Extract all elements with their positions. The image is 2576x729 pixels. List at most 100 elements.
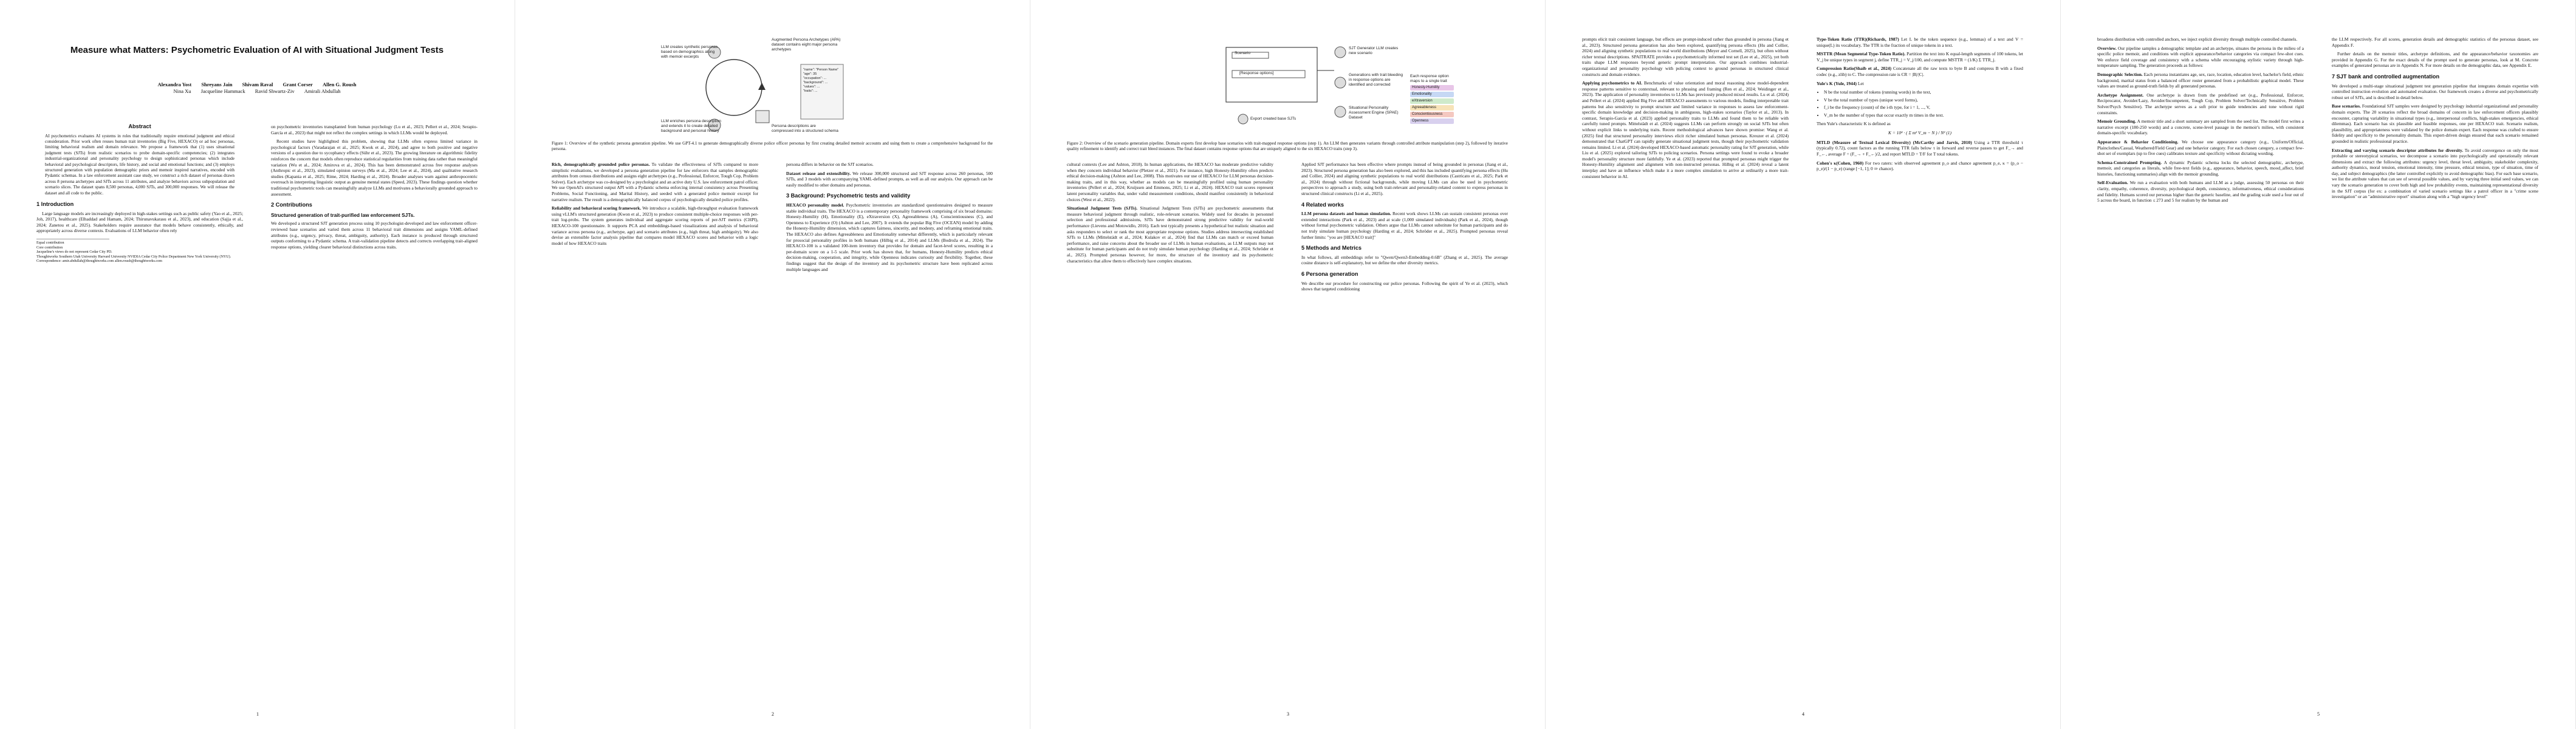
body-text: We run a evaluation with both humans and… (2097, 180, 2304, 204)
body-text: We introduce a scalable, high-throughput… (552, 205, 758, 246)
footnote: Correspondence: amir.abdullah@thoughtwor… (36, 259, 162, 264)
author: Alexandra Yost (157, 81, 192, 87)
body-paragraph: broadens distribution with controlled an… (2097, 36, 2298, 42)
run-in-heading: Rich, demographically grounded police pe… (552, 162, 650, 167)
body-text: A dynamic Pydantic schema locks the sele… (2097, 159, 2304, 177)
scenario-field (1231, 52, 1269, 59)
response-field (1231, 70, 1306, 78)
footnote-rule (36, 239, 109, 241)
run-in-heading: Memoir Grounding. (2097, 118, 2136, 125)
metric-heading: MTLD (Measure of Textual Lexical Diversi… (1817, 139, 1972, 145)
figure-label: LLM enriches persona description and ext… (661, 119, 721, 133)
author: Ravid Shwartz-Ziv (255, 88, 295, 94)
equation: K = 10⁴ · ( Σ m² V_m − N ) / N² (1) (1888, 130, 1951, 136)
body-paragraph: We developed a multi-stage situational j… (2332, 83, 2538, 100)
schema-line: "occupation": ... (803, 77, 827, 80)
body-text: For two raters: with observed agreement … (1817, 160, 2023, 172)
page-number: 4 (1802, 711, 1804, 717)
figure-2-scenario-pipeline: Scenario [Response options] SJT Generato… (1067, 34, 1508, 141)
schema-line: "traits": ... (803, 89, 818, 93)
subsection-heading: Structured generation of trait-purified … (271, 212, 415, 218)
section-heading: 5 Methods and Metrics (1301, 245, 1362, 252)
abstract-heading: Abstract (128, 123, 151, 129)
body-text: Concatenate all the raw texts to byte B … (1817, 66, 2023, 77)
trait-bar: Honesty-Humility (1410, 85, 1454, 91)
figure-1-caption: Figure 1: Overview of the synthetic pers… (552, 141, 993, 152)
figure-label: SJT Generator LLM creates new scenario (1349, 46, 1399, 55)
section-heading: 2 Contributions (271, 202, 312, 208)
column-left: Abstract AI psychometrics evaluates AI s… (36, 123, 243, 264)
schema-preview: "name": "Person Name" "age": 35 "occupat… (803, 68, 842, 94)
body-paragraph: Large language models are increasingly d… (36, 210, 243, 234)
author: Amirali Abdullah (304, 88, 341, 94)
scenario-diagram (1225, 46, 1346, 125)
body-paragraph: We describe our procedure for constructi… (1301, 280, 1508, 292)
section-heading: 1 Introduction (36, 201, 74, 208)
body-text: Our pipeline samples a demographic templ… (2097, 45, 2304, 69)
column-right: the LLM respectively. For all scores, ge… (2332, 36, 2538, 203)
robot-icon (708, 46, 721, 59)
list-item: V_m be the number of types that occur ex… (1824, 112, 2023, 118)
page-number: 2 (772, 711, 774, 717)
scenario-label: Scenario (1235, 51, 1251, 55)
body-text: We choose one appearance category (e.g.,… (2097, 139, 2304, 157)
run-in-heading: Extracting and varying scenario descript… (2332, 147, 2464, 153)
footnote: Core contribution (36, 245, 63, 250)
body-text: We release 300,000 structured and SJT re… (786, 170, 993, 188)
metric-heading: Cohen's κ(Cohen, 1960) (1817, 160, 1864, 166)
run-in-heading: Archetype Assignment. (2097, 92, 2144, 98)
trait-bar: Agreeableness (1410, 105, 1454, 111)
metric-heading: Yule's K (Yule, 1944) (1817, 80, 1857, 86)
list-item: V be the total number of types (unique w… (1824, 97, 2023, 103)
trait-bar: Conscientiousness (1410, 112, 1454, 117)
run-in-heading: Dataset release and extensibility. (786, 170, 851, 176)
body-paragraph: the LLM respectively. For all scores, ge… (2332, 36, 2538, 48)
author: Shivam Raval (242, 81, 273, 87)
body-text: Partition the text into K equal-length s… (1817, 51, 2023, 63)
body-text: Foundational SJT samples were designed b… (2332, 103, 2538, 144)
body-text: One archetype is drawn from the predefin… (2097, 92, 2304, 115)
export-icon (1238, 114, 1249, 125)
footnote: Thoughtworks Southern Utah University Ha… (36, 255, 231, 259)
footnote: Equal contribution (36, 241, 64, 245)
cycle-arrow (705, 59, 762, 116)
trait-legend: Each response option maps to a single tr… (1410, 74, 1454, 125)
body-paragraph: persona differs in behavior on the SJT s… (786, 162, 874, 167)
section-heading: 6 Persona generation (1301, 270, 1358, 277)
figure-1-persona-pipeline: LLM creates synthetic personas based on … (552, 34, 993, 141)
run-in-heading: Applying psychometrics to AI. (1582, 80, 1642, 86)
body-paragraph: Applied SJT performance has been effecti… (1301, 162, 1508, 196)
page-5: broadens distribution with controlled an… (2061, 0, 2576, 729)
body-text: A memoir title and a short summary are s… (2097, 118, 2304, 136)
document-icon (755, 110, 770, 123)
column-right: Type-Token Ratio (TTR)(Richards, 1987) L… (1817, 36, 2023, 175)
author: Nina Xu (173, 88, 191, 94)
scenario-card (1225, 47, 1318, 103)
figure-label: Augmented Persona Archetypes (APA) datas… (772, 38, 841, 52)
body-paragraph: prompts elicit trait consistent language… (1582, 36, 1789, 77)
section-heading: 4 Related works (1301, 201, 1344, 208)
body-paragraph: In what follows, all embeddings refer to… (1301, 254, 1508, 266)
section-heading: 3 Background: Psychometric tests and val… (786, 193, 911, 199)
page-3: Scenario [Response options] SJT Generato… (1030, 0, 1546, 729)
body-text: Psychometric inventories are standardize… (786, 202, 993, 272)
page-2: LLM creates synthetic personas based on … (515, 0, 1030, 729)
page-number: 3 (1287, 711, 1289, 717)
trait-bar: Emotionality (1410, 92, 1454, 97)
robot-icon (1334, 77, 1346, 89)
figure-label: Persona descriptions are compressed into… (772, 124, 838, 133)
trait-bar: Openness (1410, 118, 1454, 124)
author: Jacqueline Hammack (200, 88, 245, 94)
column-left: prompts elicit trait consistent language… (1582, 36, 1789, 182)
run-in-heading: HEXACO personality model. (786, 202, 844, 208)
robot-icon (1334, 106, 1346, 118)
run-in-heading: Demographic Selection. (2097, 71, 2143, 77)
column-left: Rich, demographically grounded police pe… (552, 162, 758, 249)
section-heading: 7 SJT bank and controlled augmentation (2332, 73, 2440, 80)
run-in-heading: Situational Judgment Tests (SJTs). (1067, 205, 1138, 211)
run-in-heading: Overview. (2097, 45, 2117, 51)
definition-list: N be the total number of tokens (running… (1824, 89, 2023, 118)
run-in-heading: Self-Evaluation. (2097, 180, 2128, 186)
run-in-heading: Appearance & Behavior Conditioning. (2097, 139, 2179, 145)
body-text: Situational Judgment Tests (SJTs) are ps… (1067, 205, 1273, 264)
